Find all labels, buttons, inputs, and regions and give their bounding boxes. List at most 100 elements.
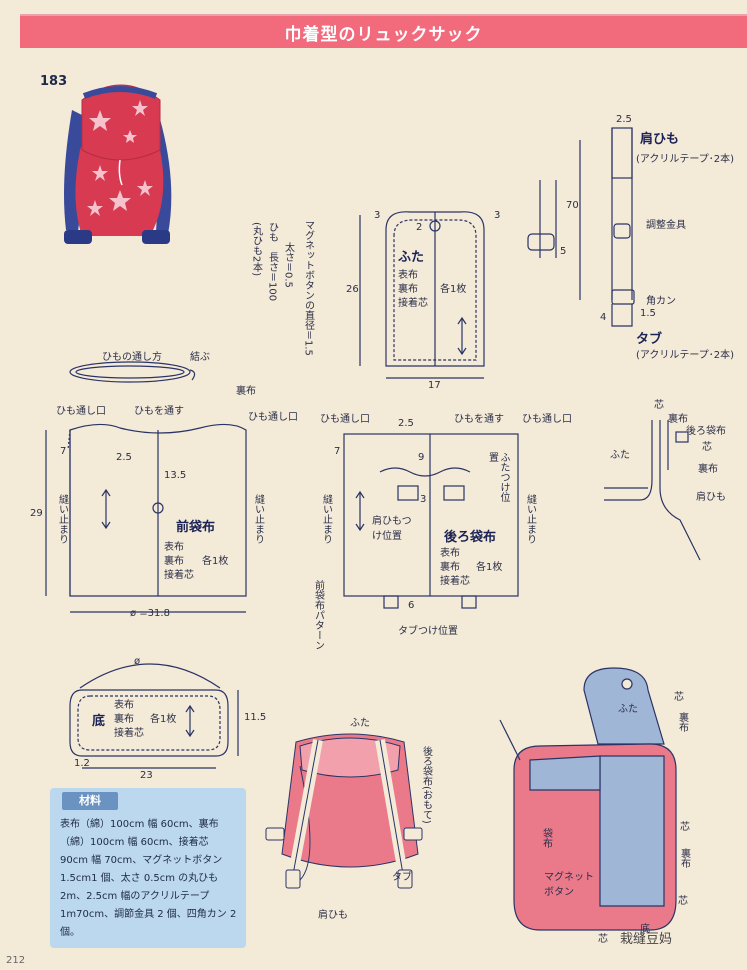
bottom-pattern [69, 663, 239, 769]
back-strap-pos: 肩ひもつけ位置 [372, 516, 412, 542]
ring-label: 角カン [646, 296, 676, 307]
section-lining-2: 裏布 [698, 464, 718, 475]
ring-width: 1.5 [640, 308, 656, 319]
front-line-2: 裏布 [164, 556, 184, 567]
materials-heading: 材料 [62, 792, 118, 810]
front-count: 各1枚 [202, 556, 229, 567]
bottom-height: 11.5 [244, 712, 267, 723]
back-line-3: 接着芯 [440, 576, 470, 587]
back-line-1: 表布 [440, 548, 460, 559]
front-pass: ひもを通す [134, 406, 184, 417]
strap-length: 70 [566, 200, 579, 211]
bottom-line-1: 表布 [114, 700, 134, 711]
flap-width: 17 [428, 380, 441, 391]
section-back-outer: 後ろ袋布 [686, 426, 726, 437]
section-core-2: 芯 [702, 442, 712, 453]
front-name: 前袋布 [176, 520, 216, 535]
tab-title: タブ [636, 332, 663, 347]
materials-text: 表布（綿）100cm 幅 60cm、裏布（綿）100cm 幅 60cm、接着芯 … [60, 819, 237, 938]
front-magnet-pos: 13.5 [164, 470, 187, 481]
back-seven: 7 [334, 446, 341, 457]
back-nine: 9 [418, 452, 425, 463]
section-lid: ふた [610, 450, 630, 461]
flap-count: 各1枚 [440, 284, 467, 295]
backview-lid: ふた [350, 718, 370, 729]
bottom-count: 各1枚 [150, 714, 177, 725]
front-width: ø =31.8 [130, 608, 170, 619]
back-sew-stop-right: 縫い止まり [524, 494, 536, 544]
section-diagram [604, 420, 701, 561]
back-name: 後ろ袋布 [444, 530, 497, 545]
strap-width: 2.5 [616, 114, 632, 125]
section-lining-1: 裏布 [668, 414, 688, 425]
adjuster-label: 調整金具 [646, 220, 686, 231]
flap-margin-right: 3 [494, 210, 501, 221]
back-six: 6 [408, 600, 415, 611]
back-sew-stop-left: 縫い止まり [320, 494, 332, 544]
back-pattern-note: 前袋布パターン [312, 580, 324, 650]
open-lining-mid: 裏布 [678, 848, 690, 868]
strap-four: 4 [600, 312, 607, 323]
flap-line-1: 表布 [398, 270, 418, 281]
open-core-bottom: 芯 [678, 896, 688, 907]
bottom-name: 底 [92, 714, 106, 729]
open-core-low: 芯 [598, 934, 608, 945]
backpack-open-view [499, 667, 677, 931]
back-left-opening: ひも通し口 [320, 414, 370, 425]
front-height: 29 [30, 508, 43, 519]
back-right-opening: ひも通し口 [522, 414, 572, 425]
magnet-note: マグネットボタンの直径＝1.5 [302, 220, 314, 356]
back-three: 3 [420, 494, 427, 505]
flap-center: 2 [416, 222, 423, 233]
flap-name: ふた [398, 250, 425, 265]
bottom-corner: 1.2 [74, 758, 90, 769]
section-core-1: 芯 [654, 400, 664, 411]
page-number: 212 [6, 955, 26, 966]
lining-label: 裏布 [236, 386, 256, 397]
drawstring-label: ひもの通し方 [102, 352, 162, 363]
back-body-pattern [343, 433, 519, 609]
front-seven: 7 [60, 446, 67, 457]
open-lining-top: 裏布 [676, 712, 688, 732]
back-tab-pos: タブつけ位置 [398, 626, 458, 637]
flap-line-3: 接着芯 [398, 298, 428, 309]
section-strap: 肩ひも [696, 492, 726, 503]
ribbon-length: ひも 長さ＝100 [266, 222, 278, 302]
flap-height: 26 [346, 284, 359, 295]
front-line-1: 表布 [164, 542, 184, 553]
back-pass: ひもを通す [454, 414, 504, 425]
strap-title: 肩ひも [640, 132, 680, 147]
item-number: 183 [40, 74, 68, 89]
backview-tab: タブ [392, 872, 412, 883]
back-count: 各1枚 [476, 562, 503, 573]
front-sew-stop-right: 縫い止まり [252, 494, 264, 544]
backview-outer: 後ろ袋布(おもて) [420, 746, 432, 824]
bottom-line-3: 接着芯 [114, 728, 144, 739]
front-left-opening: ひも通し口 [56, 406, 106, 417]
materials-box: 材料 表布（綿）100cm 幅 60cm、裏布（綿）100cm 幅 60cm、接… [50, 788, 246, 948]
backpack-back-view [265, 733, 423, 889]
front-body-pattern [45, 423, 247, 613]
bottom-width: 23 [140, 770, 153, 781]
knot-label: 結ぶ [190, 352, 210, 363]
strap-desc: (アクリルテープ･2本) [636, 154, 735, 165]
open-magnet: マグネットボタン [544, 872, 594, 898]
backpack-photo [64, 84, 172, 244]
open-core-mid: 芯 [680, 822, 690, 833]
tab-desc: (アクリルテープ･2本) [636, 350, 735, 361]
flap-margin-left: 3 [374, 210, 381, 221]
flap-line-2: 裏布 [398, 284, 418, 295]
ribbon-thickness: 太さ＝0.5 [282, 222, 294, 288]
back-line-2: 裏布 [440, 562, 460, 573]
front-two5: 2.5 [116, 452, 132, 463]
back-two5: 2.5 [398, 418, 414, 429]
bottom-line-2: 裏布 [114, 714, 134, 725]
open-core-top: 芯 [674, 692, 684, 703]
backview-strap: 肩ひも [318, 910, 348, 921]
strap-pattern [527, 127, 635, 327]
ribbon-count: (丸ひも2本) [250, 222, 262, 277]
front-right-opening: ひも通し口 [248, 412, 298, 423]
open-bag-cloth: 袋布 [540, 828, 552, 848]
flap-pattern [359, 211, 485, 379]
